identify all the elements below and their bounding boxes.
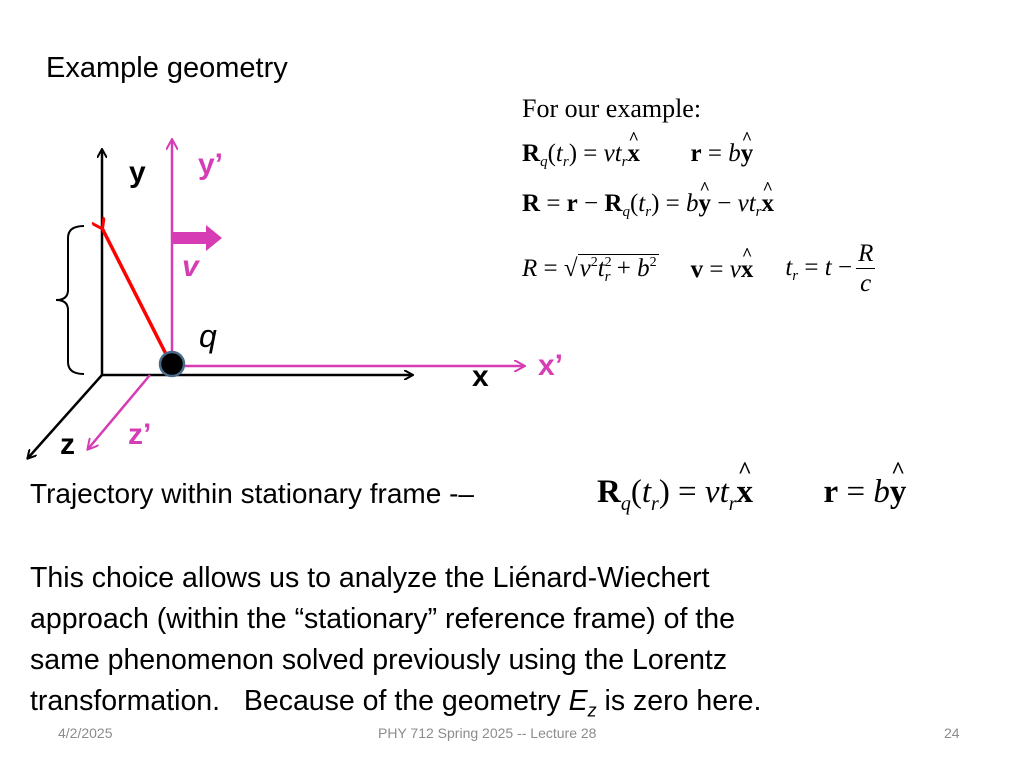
brace-icon [55, 225, 85, 375]
slide-title: Example geometry [46, 52, 288, 84]
y-prime-axis-label: y’ [198, 148, 224, 181]
geometry-diagram [0, 0, 600, 470]
x-prime-axis-label: x’ [538, 349, 564, 382]
paragraph-line: This choice allows us to analyze the Lié… [30, 562, 710, 594]
equation-trajectory: Rq(tr) = vtrx r = by [522, 140, 753, 171]
ez-symbol: Ez [568, 685, 597, 721]
z-axis-label: z [60, 428, 75, 461]
r-vector [102, 228, 172, 363]
x-axis-label: x [472, 360, 489, 393]
charge-label: q [199, 318, 217, 354]
moving-axes [88, 140, 524, 449]
footer-date: 4/2/2025 [58, 725, 113, 741]
equation-separation: R = r − Rq(tr) = by − vtrx [522, 190, 774, 221]
paragraph-line: transformation. Because of the geometry … [30, 685, 762, 721]
paragraph-line: approach (within the “stationary” refere… [30, 603, 735, 635]
charge-icon [158, 350, 186, 378]
equation-magnitude-row: R = √v2t2r + b2 v = vx tr = t − Rc [522, 240, 876, 299]
z-prime-axis-label: z’ [128, 418, 152, 451]
trajectory-equation: Rq(tr) = vtrx r = by [597, 474, 906, 516]
y-axis-label: y [129, 156, 146, 189]
paragraph-line: same phenomenon solved previously using … [30, 644, 728, 676]
velocity-label: v [182, 250, 199, 283]
footer-course: PHY 712 Spring 2025 -- Lecture 28 [378, 725, 597, 741]
trajectory-text: Trajectory within stationary frame -– [30, 478, 474, 509]
footer-page-number: 24 [944, 725, 960, 741]
stationary-axes [28, 150, 412, 458]
body-paragraph: This choice allows us to analyze the Lié… [30, 558, 990, 732]
velocity-arrow-icon [172, 225, 222, 251]
equations-label: For our example: [522, 94, 702, 123]
